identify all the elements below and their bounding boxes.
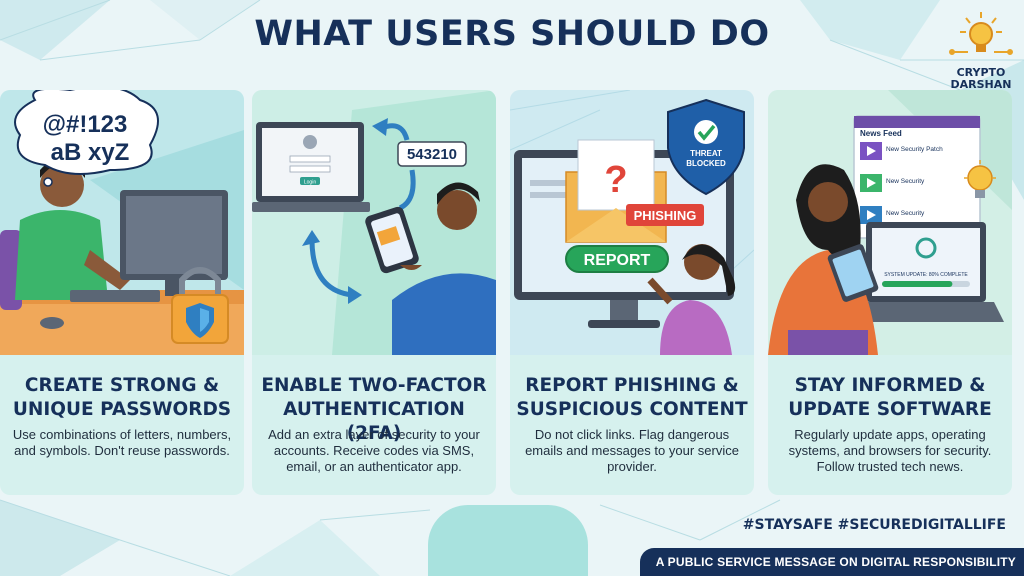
lightbulb-icon [964, 160, 996, 198]
svg-text:New Security Patch: New Security Patch [886, 146, 943, 153]
phishing-tag [626, 204, 704, 226]
card-title: REPORT PHISHING & SUSPICIOUS CONTENT [516, 375, 748, 420]
card-stay-informed: News Feed New Security Patch New Securit… [768, 90, 1012, 495]
svg-text:PHISHING: PHISHING [634, 208, 697, 223]
svg-text:SYSTEM UPDATE: 80% COMPLETE: SYSTEM UPDATE: 80% COMPLETE [884, 272, 968, 278]
card-title: ENABLE TWO-FACTOR AUTHENTICATION (2FA) [261, 375, 487, 444]
email-icon [376, 226, 401, 246]
shield-icon: THREAT BLOCKED [667, 98, 745, 196]
verification-code: 543210 [407, 146, 457, 163]
lightbulb-logo-icon [949, 12, 1013, 55]
card-title: CREATE STRONG & UNIQUE PASSWORDS [12, 375, 232, 420]
refresh-icon [915, 237, 937, 259]
thought-bubble [14, 90, 159, 175]
svg-text:BLOCKED: BLOCKED [686, 159, 726, 168]
card-2fa: Login 543210 ENABLE TWO-FACTOR AUTHENTIC… [252, 90, 496, 495]
card-title: STAY INFORMED & UPDATE SOFTWARE [788, 375, 992, 420]
svg-text:New Security: New Security [886, 178, 925, 185]
login-button [300, 177, 320, 185]
svg-text:Login: Login [304, 180, 316, 186]
card-strong-passwords: @#!123 aB xyZ CREATE STRONG & UNIQUE PAS… [0, 90, 244, 495]
card-report-phishing: ? PHISHING REPORT THREAT BLOCKED REPORT … [510, 90, 754, 495]
padlock-icon [171, 267, 229, 344]
decorative-blob [428, 505, 588, 576]
logo-line1: CRYPTO [956, 66, 1006, 79]
update-progress-bar [882, 281, 953, 287]
footer-text: A PUBLIC SERVICE MESSAGE ON DIGITAL RESP… [655, 555, 1016, 569]
hashtags: #STAYSAFE #SECUREDIGITALLIFE [742, 517, 1006, 533]
card-description: Add an extra layer of security to your a… [268, 427, 480, 474]
news-feed-header: News Feed [860, 129, 902, 138]
svg-text:New Security: New Security [886, 210, 925, 217]
code-box [397, 141, 467, 167]
card-description: Use combinations of letters, numbers, an… [12, 427, 232, 458]
card-description: Do not click links. Flag dangerous email… [525, 427, 739, 474]
card-description: Regularly update apps, operating systems… [788, 427, 992, 474]
bubble-text-1: @#!123 [43, 111, 128, 138]
update-illustration: News Feed New Security Patch New Securit… [768, 90, 1012, 355]
arrow-icon [309, 239, 353, 298]
user-avatar-icon [303, 135, 317, 149]
logo-line2: DARSHAN [950, 78, 1012, 91]
question-mark-icon: ? [604, 159, 627, 201]
page-title: WHAT USERS SHOULD DO [254, 14, 770, 54]
footer-banner: A PUBLIC SERVICE MESSAGE ON DIGITAL RESP… [640, 548, 1024, 576]
phishing-illustration: ? PHISHING REPORT THREAT BLOCKED [510, 90, 754, 355]
report-button[interactable] [565, 245, 669, 273]
svg-text:THREAT: THREAT [690, 149, 722, 158]
2fa-illustration: Login 543210 [252, 90, 496, 355]
password-illustration: @#!123 aB xyZ [0, 90, 244, 355]
logo: CRYPTO DARSHAN [944, 10, 1018, 92]
svg-text:REPORT: REPORT [584, 252, 651, 269]
bubble-text-2: aB xyZ [51, 139, 130, 166]
